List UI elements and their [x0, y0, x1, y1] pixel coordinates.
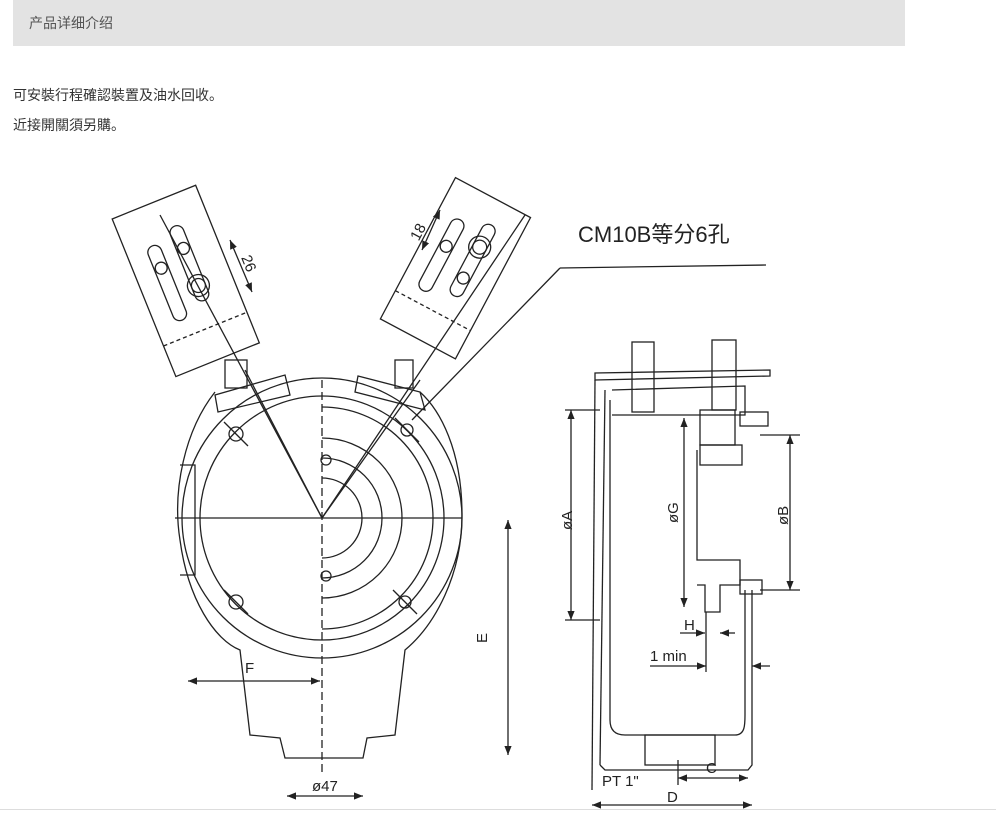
front-view-body: [159, 214, 526, 775]
description-line-2: 近接開關須另購。: [13, 118, 125, 134]
technical-drawing: CM10B等分6孔 26 18 F E ø47 øA øG øB H 1 min…: [111, 176, 800, 809]
right-bracket: [379, 176, 532, 360]
dim-H: H: [684, 617, 695, 634]
dim-47: ø47: [312, 778, 338, 795]
tab-label: 产品详细介绍: [29, 16, 113, 32]
product-detail-tab[interactable]: 产品详细介绍: [13, 0, 905, 46]
dim-C: C: [706, 760, 717, 777]
dim-phiA: øA: [559, 511, 576, 530]
dim-26: 26: [237, 253, 259, 275]
dim-phiG: øG: [665, 502, 682, 523]
callout-label: CM10B等分6孔: [578, 222, 730, 247]
dim-D: D: [667, 789, 678, 806]
dim-E: E: [474, 633, 491, 643]
dim-F: F: [245, 660, 254, 677]
left-bracket: [111, 184, 261, 378]
bottom-divider: [0, 809, 996, 810]
dim-min: 1 min: [650, 648, 687, 665]
dim-PT: PT 1": [602, 773, 639, 790]
dim-18: 18: [407, 221, 430, 244]
side-view-body: [591, 339, 771, 791]
dim-phiB: øB: [775, 506, 792, 525]
description-line-1: 可安裝行程確認裝置及油水回收。: [13, 88, 223, 104]
